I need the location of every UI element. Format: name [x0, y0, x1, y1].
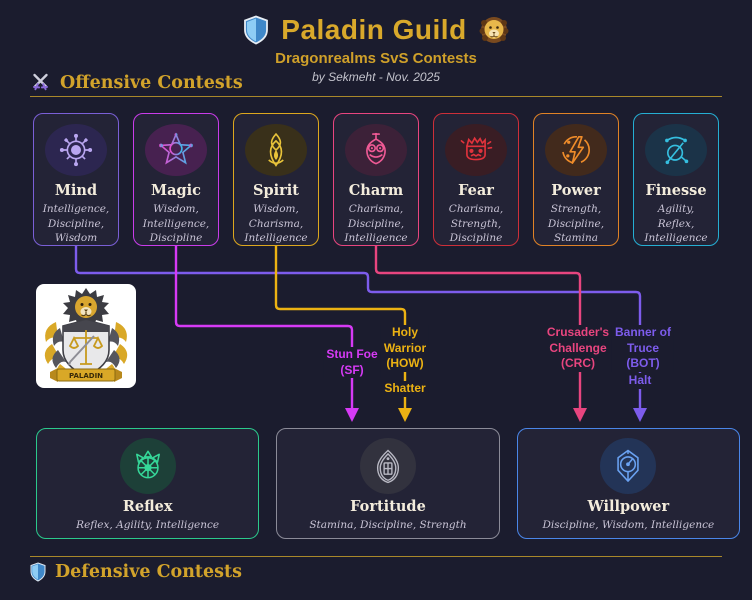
crest-banner-text: PALADIN: [69, 372, 103, 380]
magic-icon: [145, 124, 207, 177]
label-holy-warrior: Holy Warrior (HOW): [380, 325, 430, 372]
arrowhead-stun-foe: [345, 408, 359, 422]
paladin-crest: PALADIN: [36, 284, 136, 388]
card-charm: Charm Charisma, Discipline, Intelligence: [333, 113, 419, 246]
spirit-icon: [245, 124, 307, 177]
label-crusaders-challenge: Crusader's Challenge (CRC): [543, 325, 613, 372]
defensive-cards-row: Reflex Reflex, Agility, Intelligence For…: [36, 428, 740, 539]
fear-icon: [445, 124, 507, 177]
card-attributes: Charisma, Strength, Discipline: [448, 203, 504, 244]
offensive-divider: [30, 96, 722, 97]
page-title: Paladin Guild: [281, 14, 467, 45]
card-title: Magic: [151, 182, 201, 200]
card-title: Charm: [348, 182, 404, 200]
card-spirit: Spirit Wisdom, Charisma, Intelligence: [233, 113, 319, 246]
card-attributes: Intelligence, Discipline, Wisdom: [42, 203, 110, 244]
card-willpower: Willpower Discipline, Wisdom, Intelligen…: [516, 428, 740, 539]
card-title: Reflex: [122, 498, 173, 515]
card-title: Mind: [54, 182, 98, 200]
card-title: Fear: [458, 182, 494, 200]
power-icon: [545, 124, 607, 177]
card-fortitude: Fortitude Stamina, Discipline, Strength: [276, 428, 500, 539]
finesse-icon: [645, 124, 707, 177]
defensive-divider: [30, 556, 722, 557]
shield-icon: [244, 15, 269, 45]
offensive-section-header: Offensive Contests: [30, 72, 243, 93]
card-attributes: Discipline, Wisdom, Intelligence: [542, 519, 715, 531]
arrowhead-crusaders-challenge: [573, 408, 587, 422]
offensive-section-title: Offensive Contests: [60, 72, 243, 93]
card-attributes: Strength, Discipline, Stamina: [547, 203, 605, 244]
card-attributes: Wisdom, Charisma, Intelligence: [244, 203, 308, 244]
card-title: Finesse: [645, 182, 707, 200]
card-attributes: Wisdom, Intelligence, Discipline: [142, 203, 210, 244]
card-finesse: Finesse Agility, Reflex, Intelligence: [633, 113, 719, 246]
card-magic: Magic Wisdom, Intelligence, Discipline: [133, 113, 219, 246]
mind-icon: [45, 124, 107, 177]
label-stun-foe: Stun Foe (SF): [323, 347, 381, 378]
reflex-icon: [119, 438, 176, 494]
card-mind: Mind Intelligence, Discipline, Wisdom: [33, 113, 119, 246]
willpower-icon: [600, 438, 657, 494]
defensive-section-title: Defensive Contests: [55, 562, 242, 582]
card-title: Spirit: [253, 182, 299, 200]
arrowhead-banner-of-truce: [633, 408, 647, 422]
label-halt: Halt: [625, 373, 655, 389]
card-attributes: Stamina, Discipline, Strength: [309, 519, 467, 531]
crossed-swords-icon: [33, 73, 48, 91]
label-banner-of-truce: Banner of Truce (BOT): [611, 325, 675, 372]
card-attributes: Agility, Reflex, Intelligence: [644, 203, 708, 244]
line-magic-to-fortitude: [174, 246, 354, 408]
charm-icon: [345, 124, 407, 177]
card-reflex: Reflex Reflex, Agility, Intelligence: [36, 428, 260, 539]
card-fear: Fear Charisma, Strength, Discipline: [433, 113, 519, 246]
card-title: Willpower: [587, 498, 670, 515]
card-title: Fortitude: [350, 498, 426, 515]
fortitude-icon: [359, 438, 416, 494]
lion-icon: [479, 17, 509, 43]
card-power: Power Strength, Discipline, Stamina: [533, 113, 619, 246]
byline: by Sekmeht - Nov. 2025: [312, 70, 440, 84]
arrowhead-holy-warrior: [398, 408, 412, 422]
card-attributes: Reflex, Agility, Intelligence: [76, 519, 220, 531]
card-title: Power: [551, 182, 601, 200]
shield-icon: [30, 562, 46, 582]
offensive-cards-row: Mind Intelligence, Discipline, Wisdom: [33, 113, 719, 246]
label-shatter: Shatter: [381, 381, 429, 397]
header: Paladin Guild Dragonrealms SvS Contests …: [0, 14, 752, 84]
subtitle: Dragonrealms SvS Contests: [275, 50, 477, 67]
card-attributes: Charisma, Discipline, Intelligence: [344, 203, 408, 244]
defensive-section-header: Defensive Contests: [30, 562, 242, 582]
